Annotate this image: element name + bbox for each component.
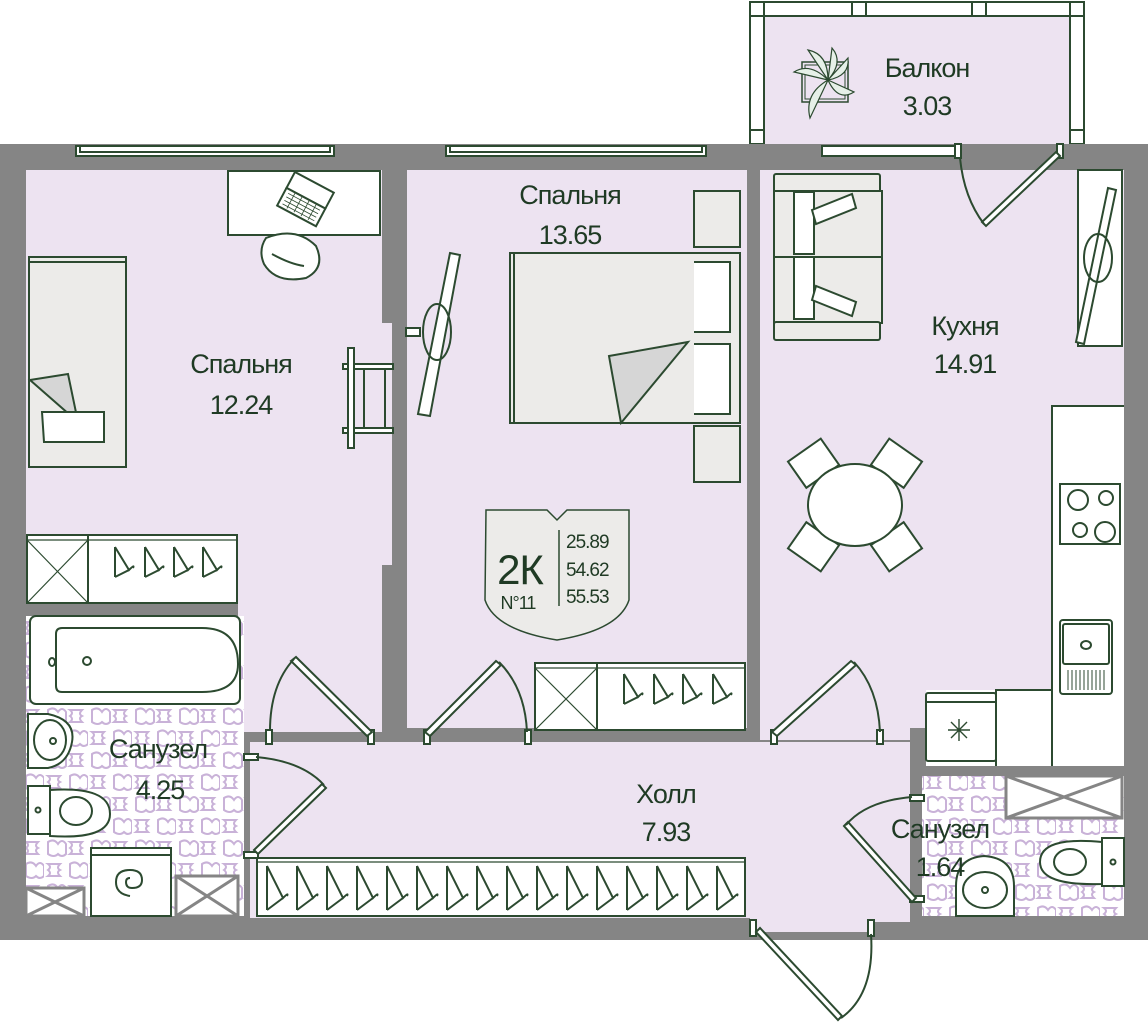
- room-area-bathroom-left: 4.25: [136, 775, 185, 805]
- sink-icon: [1059, 619, 1113, 695]
- room-name-balcony: Балкон: [885, 53, 970, 83]
- total-area-with-balcony: 55.53: [566, 587, 609, 608]
- door-bedroom-center: [423, 659, 532, 745]
- room-name-bathroom-left: Санузел: [109, 734, 207, 764]
- single-bed: [27, 256, 127, 468]
- door-bathroom-right: [842, 794, 925, 904]
- hanger-icon: [296, 865, 319, 911]
- tv-kitchen: [1074, 169, 1123, 347]
- hanger-icon: [266, 865, 289, 911]
- plant-icon: [792, 46, 856, 120]
- room-name-bedroom-left: Спальня: [190, 349, 292, 379]
- room-area-kitchen: 14.91: [934, 349, 997, 379]
- dining-table: [786, 437, 924, 573]
- stove-icon: [1059, 483, 1121, 545]
- hanger-icon: [656, 865, 679, 911]
- room-area-hall: 7.93: [642, 817, 691, 847]
- hanger-icon: [536, 865, 559, 911]
- toilet-right: [1038, 837, 1125, 887]
- desk: [227, 170, 381, 236]
- room-area-bedroom-center: 13.65: [539, 220, 602, 250]
- washbasin-left: [27, 713, 74, 769]
- wardrobe-hall: [256, 857, 746, 917]
- ventilation-shafts: [24, 774, 1124, 918]
- toilet-left: [27, 785, 112, 838]
- hanger-icon: [386, 865, 409, 911]
- hanger-icon: [626, 865, 649, 911]
- hanger-icon: [416, 865, 439, 911]
- radiator-left: [342, 347, 394, 449]
- room-area-balcony: 3.03: [903, 91, 952, 121]
- hanger-icon: [446, 865, 469, 911]
- hanger-icon: [566, 865, 589, 911]
- hanger-icon: [476, 865, 499, 911]
- hanger-icon: [356, 865, 379, 911]
- sofa: [773, 173, 883, 341]
- hanger-icon: [596, 865, 619, 911]
- washbasin-right: [955, 854, 1015, 917]
- room-name-hall: Холл: [636, 779, 696, 809]
- room-name-kitchen: Кухня: [931, 311, 998, 341]
- door-bedroom-left: [265, 655, 375, 745]
- apartment-type: 2К: [497, 546, 544, 593]
- double-bed: [509, 190, 741, 483]
- hanger-icon: [506, 865, 529, 911]
- fridge-icon: [925, 692, 997, 762]
- door-entrance: [749, 919, 875, 1022]
- washing-machine: [90, 847, 172, 917]
- doors: [243, 143, 1064, 1022]
- living-area: 25.89: [566, 532, 609, 553]
- room-name-bathroom-right: Санузел: [891, 814, 989, 844]
- chair: [260, 232, 321, 281]
- windows: [75, 145, 959, 157]
- room-area-bathroom-right: 1.64: [916, 852, 966, 882]
- door-bathroom-left: [243, 753, 328, 859]
- apartment-number: N°11: [501, 593, 537, 613]
- room-area-bedroom-left: 12.24: [210, 390, 274, 420]
- total-area: 54.62: [566, 560, 609, 581]
- room-name-bedroom-center: Спальня: [519, 180, 621, 210]
- door-balcony: [954, 143, 1064, 228]
- hanger-icon: [326, 865, 349, 911]
- apartment-badge: 2К N°11 25.89 54.62 55.53: [484, 509, 630, 641]
- laptop-icon: [275, 170, 336, 228]
- wardrobe-left: [26, 534, 238, 604]
- hanger-icons: [114, 546, 223, 578]
- tv: [405, 251, 462, 418]
- kitchen-counter: [925, 405, 1124, 766]
- wardrobe-center: [534, 662, 746, 731]
- bathtub: [29, 615, 241, 705]
- hanger-icon: [686, 865, 709, 911]
- door-kitchen: [770, 659, 884, 745]
- balcony: Балкон 3.03: [749, 1, 1085, 145]
- hanger-icon: [716, 865, 739, 911]
